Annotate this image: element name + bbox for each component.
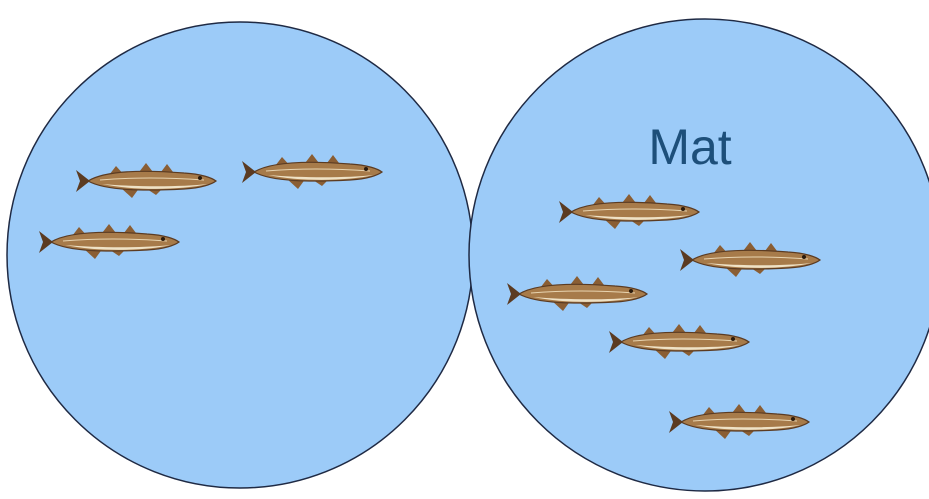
right-circle-label: Mat (648, 119, 731, 175)
right-circle (468, 18, 929, 492)
left-circle (6, 21, 474, 489)
